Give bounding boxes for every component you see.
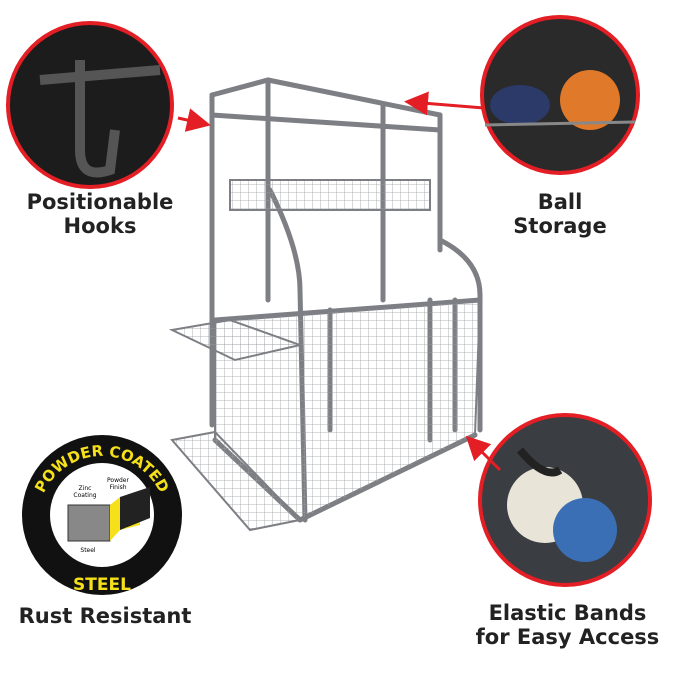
powder-coated-badge: POWDER COATED STEEL Zinc Coating Powder … [22, 435, 182, 595]
basket-bottom [170, 430, 302, 532]
feature-rust-label: Rust Resistant [18, 604, 192, 628]
hook-icon [39, 60, 161, 178]
ball-callout [480, 15, 640, 175]
svg-text:STEEL: STEEL [73, 575, 131, 595]
basketball-icon [560, 70, 620, 130]
svg-text:Powder: Powder [107, 477, 129, 484]
basket-main [214, 298, 482, 522]
svg-text:Steel: Steel [80, 547, 96, 554]
football-icon [490, 85, 550, 125]
hooks-callout [6, 21, 174, 189]
svg-text:Zinc: Zinc [79, 485, 92, 492]
callout-arrows [177, 91, 502, 472]
basket-side [168, 318, 304, 362]
bands-callout [478, 413, 652, 587]
basket-top [229, 179, 431, 211]
svg-text:Finish: Finish [109, 484, 126, 491]
svg-text:Coating: Coating [73, 492, 96, 499]
elastic-band-icon [516, 447, 563, 477]
